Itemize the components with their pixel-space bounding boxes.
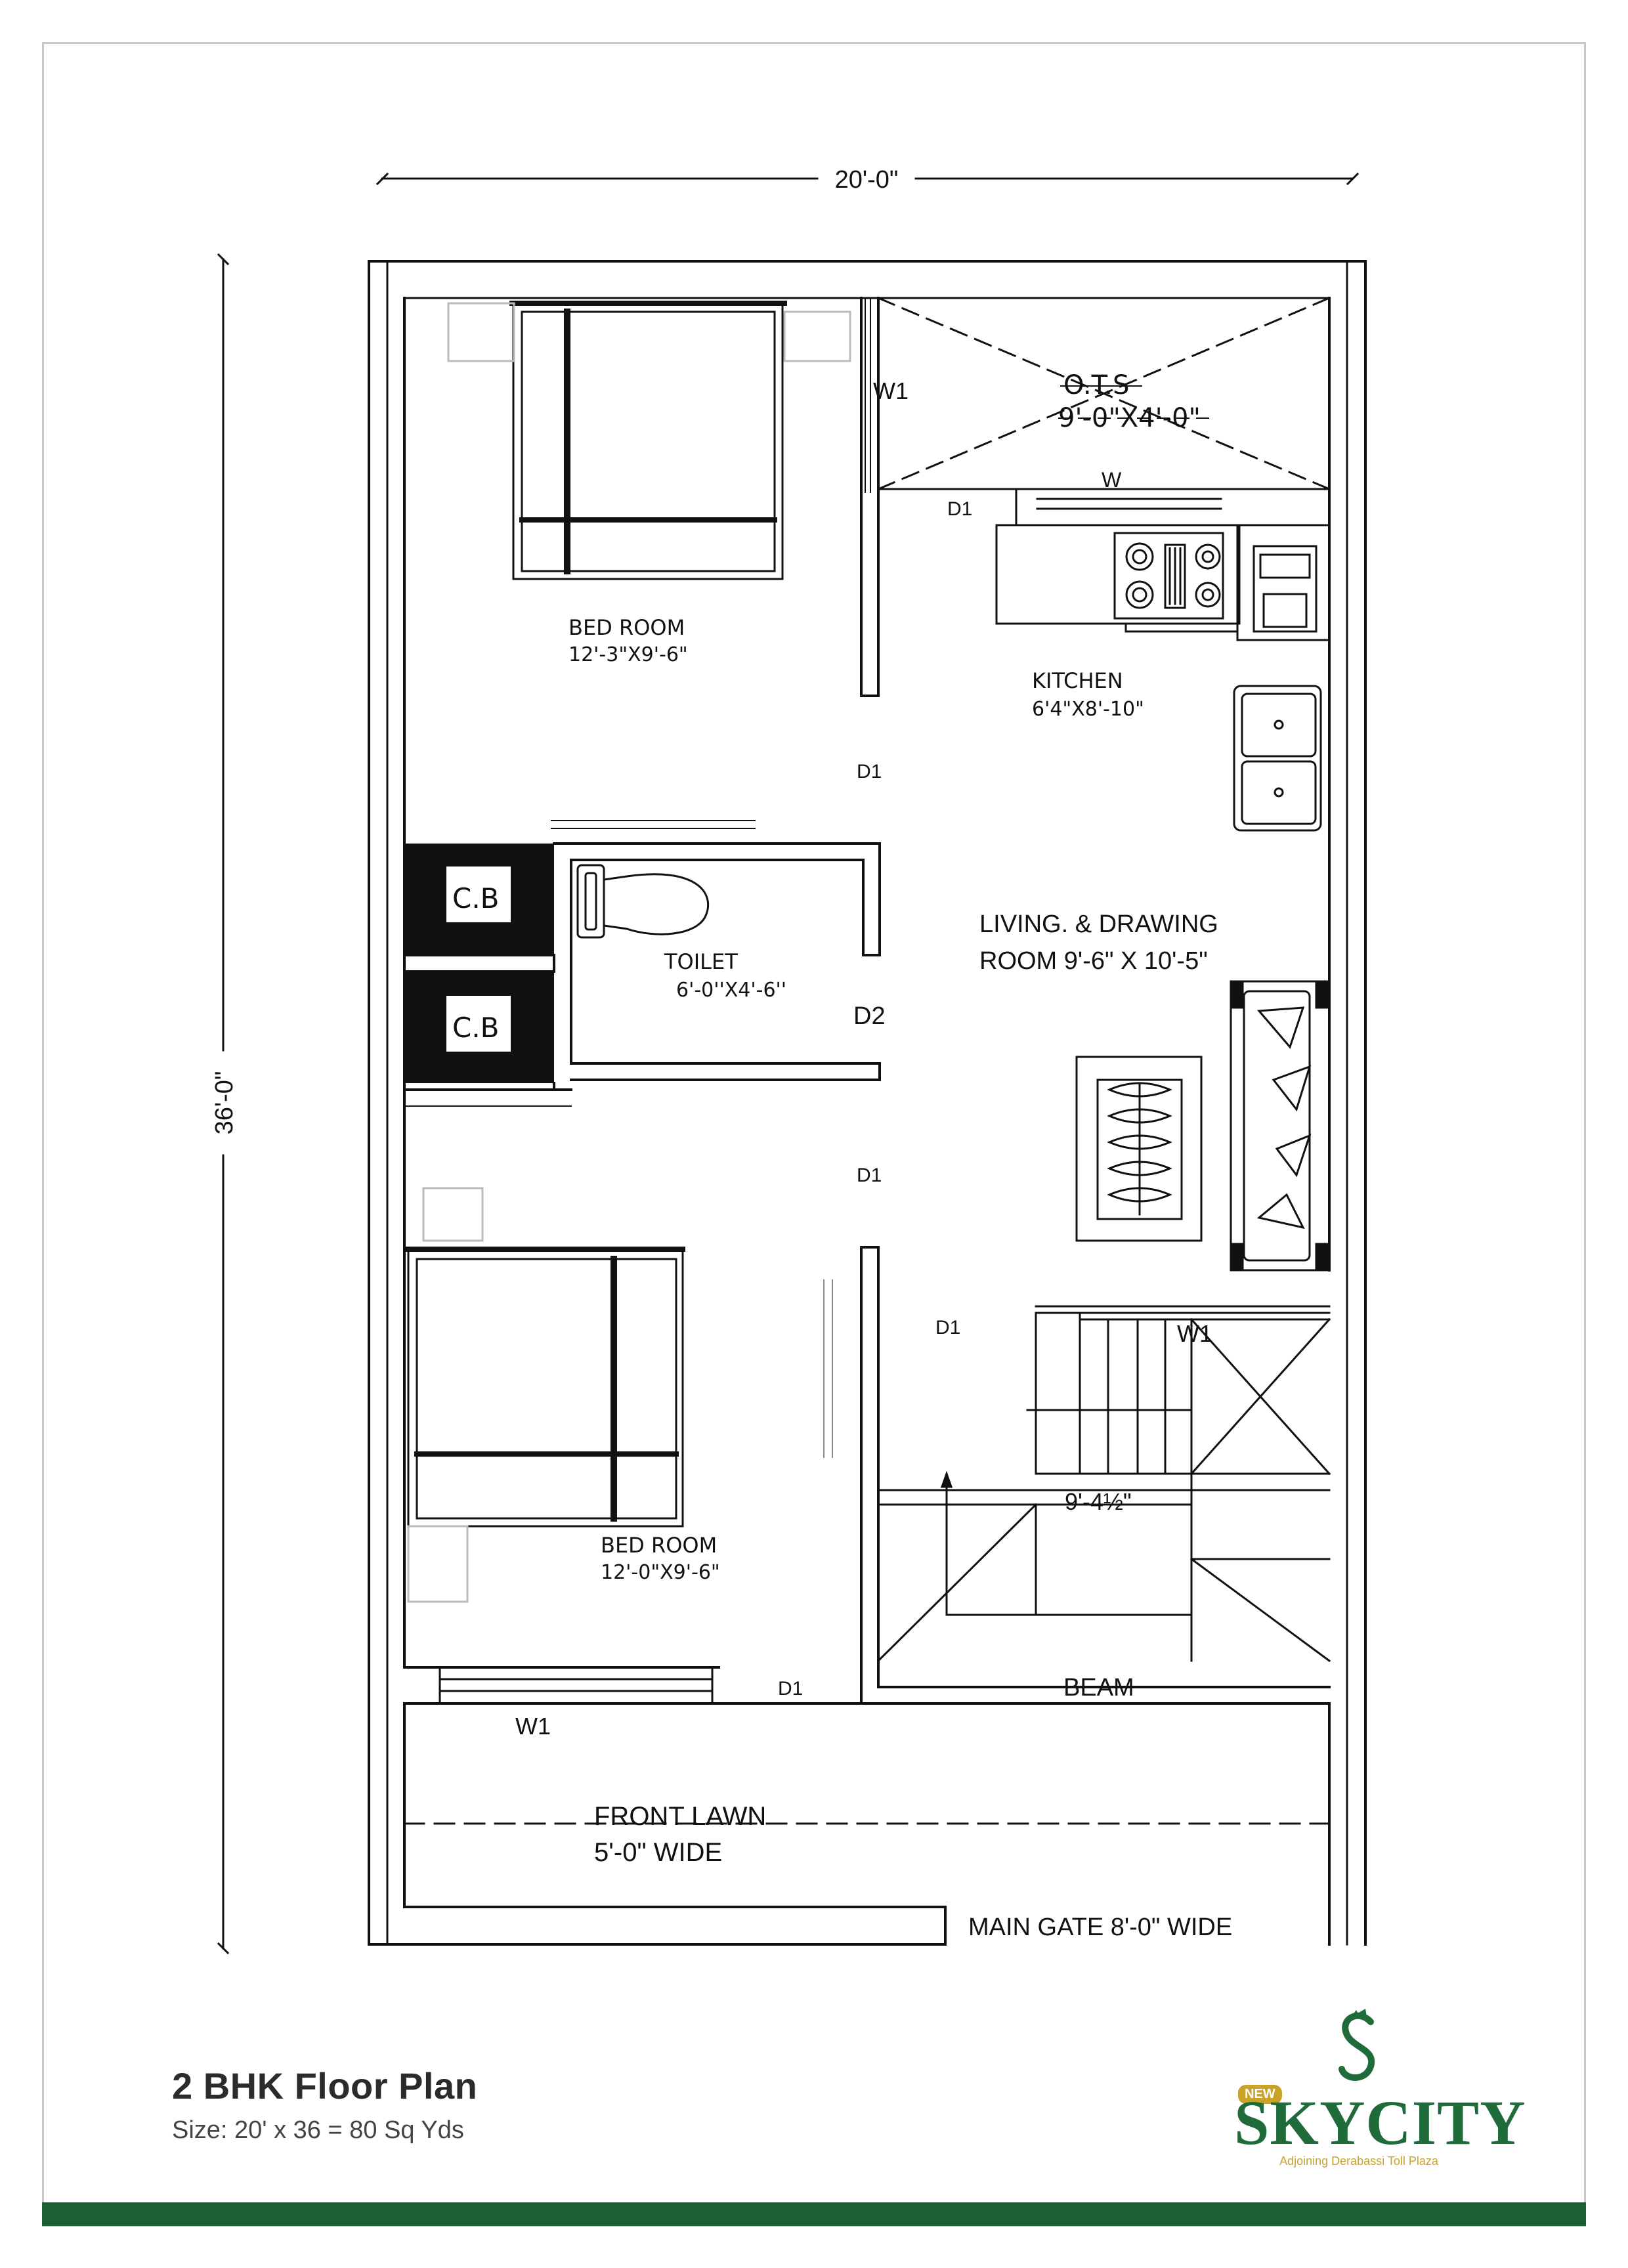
stair-width-label: 9'-4½" (1065, 1488, 1132, 1515)
width-dimension-line (375, 172, 1360, 186)
partition-wall-top (860, 297, 880, 697)
living-room-label-line2: ROOM 9'-6" X 10'-5" (979, 947, 1208, 975)
title-block: 2 BHK Floor Plan Size: 20' x 36 = 80 Sq … (172, 2065, 477, 2145)
plan-size: Size: 20' x 36 = 80 Sq Yds (172, 2116, 464, 2144)
door-d1-entry: D1 (778, 1678, 803, 1700)
kitchen-size: 6'4"X8'-10" (1032, 698, 1144, 721)
coffee-table (1075, 1056, 1203, 1242)
door-d2-toilet: D2 (853, 1002, 886, 1030)
kitchen-name: KITCHEN (1032, 668, 1123, 693)
kitchen-counter (995, 488, 1331, 832)
beam-label: BEAM (1063, 1674, 1134, 1701)
bedroom-top-name: BED ROOM (568, 615, 685, 640)
staircase (876, 1305, 1331, 1663)
front-window (439, 1666, 714, 1705)
logo-badge: NEW (1238, 2085, 1282, 2104)
window-w-kitchen: W (1102, 468, 1122, 492)
partition-wall-bottom (860, 1246, 1331, 1705)
logo-name: SKYCITY (1234, 2087, 1526, 2158)
bed-top (447, 301, 851, 580)
toilet-size: 6'-0''X4'-6'' (676, 979, 786, 1002)
depth-dimension-line (217, 253, 230, 1955)
bed-bottom (406, 1187, 833, 1603)
plan-title: 2 BHK Floor Plan (172, 2065, 478, 2107)
window-w1-top: W1 (873, 377, 909, 404)
brand-logo: NEW SKYCITY Adjoining Derabassi Toll Pla… (1234, 2009, 1526, 2168)
outer-walls (368, 260, 1367, 1946)
toilet-walls (403, 820, 881, 1107)
main-gate-label: MAIN GATE 8'-0" WIDE (968, 1914, 1232, 1941)
bedroom-top-size: 12'-3"X9'-6" (568, 643, 688, 666)
door-d1-stair: D1 (935, 1317, 960, 1338)
width-dimension-label: 20'-0" (835, 166, 899, 194)
footer-bar (42, 2202, 1586, 2226)
front-lawn-size: 5'-0" WIDE (594, 1838, 722, 1867)
bedroom-bottom-name: BED ROOM (601, 1533, 717, 1558)
window-w1-stair: W1 (1177, 1320, 1212, 1347)
living-room-label-line1: LIVING. & DRAWING (979, 910, 1218, 938)
window-w1-front: W1 (515, 1713, 551, 1740)
front-lawn-name: FRONT LAWN (594, 1802, 766, 1831)
cupboard-label-2: C.B (452, 1012, 500, 1044)
bedroom-bottom-size: 12'-0"X9'-6" (601, 1561, 720, 1584)
cupboard-label-1: C.B (452, 882, 500, 914)
sofa (1230, 980, 1331, 1272)
logo-tagline: Adjoining Derabassi Toll Plaza (1279, 2154, 1438, 2168)
skycity-emblem-icon (1339, 2009, 1375, 2081)
cupboard-block (404, 844, 554, 1083)
door-d1-kitchen: D1 (947, 498, 972, 520)
depth-dimension-label: 36'-0" (211, 1071, 238, 1135)
door-d1-bedroom-top: D1 (857, 761, 882, 782)
toilet-name: TOILET (664, 949, 738, 974)
toilet-fixture (576, 864, 710, 939)
door-d1-bedroom-bottom: D1 (857, 1165, 882, 1186)
